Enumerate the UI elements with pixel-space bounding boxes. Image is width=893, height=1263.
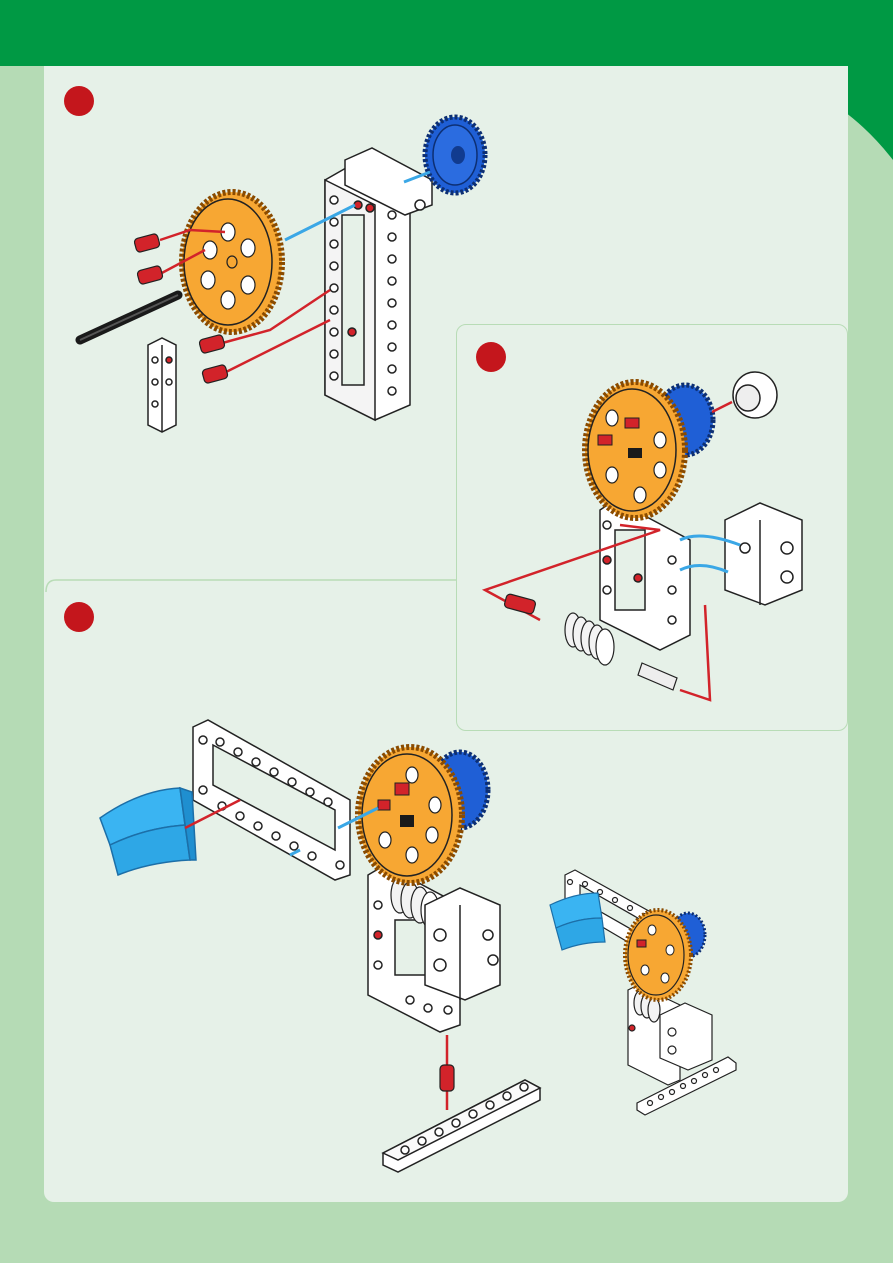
red-pin-icon	[440, 1065, 454, 1091]
base-beam-icon	[383, 1080, 540, 1172]
blue-curved-panel-icon	[100, 788, 196, 875]
assembly-icon	[358, 747, 500, 1032]
white-frame-icon	[193, 720, 350, 880]
finished-model-icon	[550, 870, 736, 1115]
